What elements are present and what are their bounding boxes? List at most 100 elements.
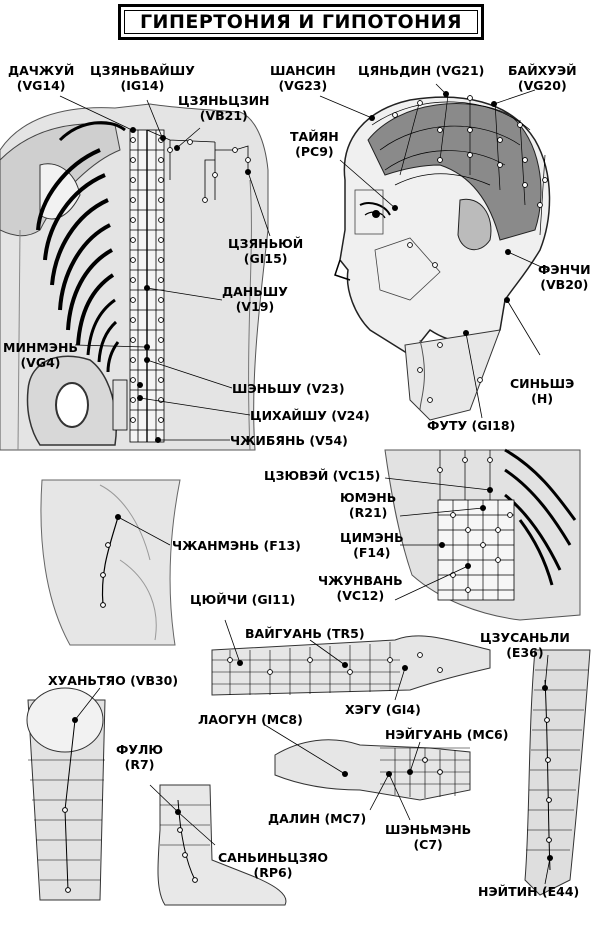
point-name: ЧЖАНМЭНЬ (F13)	[172, 538, 301, 553]
point-code: (RP6)	[253, 865, 293, 880]
label-zhangmen: ЧЖАНМЭНЬ (F13)	[172, 538, 301, 553]
back-points	[130, 137, 251, 423]
palm-points	[264, 724, 443, 821]
point-name: ЦЗЯНЬВАЙШУ	[90, 63, 195, 78]
label-jianyu: ЦЗЯНЬЮЙ (GI15)	[228, 236, 303, 266]
back-leaders	[59, 95, 271, 441]
label-zhongwan: ЧЖУНВАНЬ (VC12)	[318, 573, 403, 603]
label-neiting: НЭЙТИН (E44)	[478, 884, 579, 899]
label-hegu: ХЭГУ (GI4)	[345, 702, 421, 717]
point-name: МИНМЭНЬ	[3, 340, 78, 355]
point-name: ЦЗЯНЬЮЙ	[228, 236, 304, 251]
point-name: ЧЖИБЯНЬ (V54)	[230, 433, 348, 448]
thigh-points	[62, 687, 101, 893]
point-code: (VG20)	[517, 78, 567, 93]
leg-points	[542, 654, 553, 885]
page-title: ГИПЕРТОНИЯ И ГИПОТОНИЯ	[139, 11, 463, 33]
label-baihui: БАЙХУЭЙ (VG20)	[508, 63, 577, 93]
hip-points	[100, 514, 171, 608]
head-lines	[371, 94, 546, 236]
label-shenshu: ШЭНЬШУ (V23)	[232, 381, 345, 396]
label-zusanli: ЦЗУСАНЬЛИ (E36)	[480, 630, 570, 660]
point-code: (PC9)	[295, 144, 334, 159]
label-jianwaishu: ЦЗЯНЬВАЙШУ (IG14)	[90, 63, 195, 93]
point-name: ДАЛИН (MC7)	[268, 811, 367, 826]
foot-points	[149, 784, 216, 883]
label-waiguan: ВАЙГУАНЬ (TR5)	[245, 626, 365, 641]
point-name: НЭЙТИН (E44)	[478, 884, 580, 899]
label-neiguan: НЭЙГУАНЬ (MC6)	[385, 727, 508, 742]
point-name: НЭЙГУАНЬ (MC6)	[385, 727, 509, 742]
label-laogong: ЛАОГУН (MC8)	[198, 712, 303, 727]
head-leaders	[319, 83, 549, 419]
point-code: (VC12)	[336, 588, 385, 603]
label-jiuwei: ЦЗЮВЭЙ (VC15)	[264, 468, 380, 483]
label-youmen: ЮМЭНЬ (R21)	[340, 490, 396, 520]
point-name: ШЭНЬШУ (V23)	[232, 381, 345, 396]
hip-figure	[40, 479, 181, 646]
label-huantiao: ХУАНЬТЯО (VB30)	[48, 673, 178, 688]
abdomen-leaders	[384, 477, 491, 601]
label-futu: ФУТУ (GI18)	[427, 418, 515, 433]
label-taiyang: ТАЙЯН (PC9)	[290, 129, 339, 159]
point-name: ФЭНЧИ	[538, 262, 591, 277]
point-code: (V19)	[235, 299, 275, 314]
leg-figure	[524, 649, 591, 896]
label-sanyinjiao: САНЬИНЬЦЗЯО (RP6)	[218, 850, 328, 880]
point-name: ЦЗУСАНЬЛИ	[480, 630, 570, 645]
point-code: (GI15)	[243, 251, 288, 266]
foot-figure	[157, 784, 287, 906]
title-frame: ГИПЕРТОНИЯ И ГИПОТОНИЯ	[118, 4, 484, 40]
point-name: ЧЖУНВАНЬ	[318, 573, 403, 588]
point-code: (E36)	[506, 645, 544, 660]
label-dazhui: ДАЧЖУЙ (VG14)	[8, 63, 74, 93]
head-points	[392, 95, 548, 403]
point-code: (R7)	[124, 757, 155, 772]
thigh-figure	[26, 687, 106, 901]
point-name: ВАЙГУАНЬ (TR5)	[245, 626, 365, 641]
title-inner-frame: ГИПЕРТОНИЯ И ГИПОТОНИЯ	[124, 10, 478, 34]
label-shenmen: ШЭНЬМЭНЬ (C7)	[385, 822, 471, 852]
label-daling: ДАЛИН (MC7)	[268, 811, 366, 826]
label-qianding: ЦЯНЬДИН (VG21)	[358, 63, 484, 78]
point-name: ЦЮЙЧИ (GI11)	[190, 592, 296, 607]
point-name: БАЙХУЭЙ	[508, 63, 577, 78]
forearm-leaders	[224, 619, 406, 701]
point-name: ФУЛЮ	[116, 742, 164, 757]
point-code: (R21)	[348, 505, 388, 520]
point-name: ЮМЭНЬ	[340, 490, 397, 505]
point-code: (VG23)	[278, 78, 328, 93]
abdomen-figure	[384, 448, 581, 621]
point-code: (F14)	[353, 545, 391, 560]
point-name: ЦЗЮВЭЙ (VC15)	[264, 468, 381, 483]
label-zhibian: ЧЖИБЯНЬ (V54)	[230, 433, 348, 448]
point-name: ЦЯНЬДИН (VG21)	[358, 63, 485, 78]
point-name: ЦЗЯНЬЦЗИН	[178, 93, 270, 108]
point-code: (H)	[531, 391, 554, 406]
point-name: ЦИХАЙШУ (V24)	[250, 408, 370, 423]
point-name: СИНЬШЭ	[510, 376, 575, 391]
point-name: ХЭГУ (GI4)	[345, 702, 421, 717]
point-name: ДАЧЖУЙ	[8, 63, 75, 78]
point-code: (VB21)	[199, 108, 248, 123]
point-name: ЦИМЭНЬ	[340, 530, 404, 545]
point-name: ХУАНЬТЯО (VB30)	[48, 673, 179, 688]
label-jianzhongshu: ЦЗЯНЬЦЗИН (VB21)	[178, 93, 270, 123]
point-code: (C7)	[413, 837, 443, 852]
forearm-points	[227, 652, 443, 675]
forearm-figure	[211, 635, 491, 696]
label-danshu: ДАНЬШУ (V19)	[222, 284, 288, 314]
label-shangxing: ШАНСИН (VG23)	[270, 63, 336, 93]
point-code: (IG14)	[120, 78, 165, 93]
point-name: ДАНЬШУ	[222, 284, 288, 299]
point-code: (VB20)	[540, 277, 589, 292]
head-figure	[334, 96, 551, 421]
point-code: (VG4)	[20, 355, 61, 370]
label-fuliu: ФУЛЮ (R7)	[116, 742, 163, 772]
point-name: ТАЙЯН	[290, 129, 339, 144]
label-fengchi: ФЭНЧИ (VB20)	[538, 262, 591, 292]
point-name: САНЬИНЬЦЗЯО	[218, 850, 329, 865]
label-mingmen: МИНМЭНЬ (VG4)	[3, 340, 78, 370]
